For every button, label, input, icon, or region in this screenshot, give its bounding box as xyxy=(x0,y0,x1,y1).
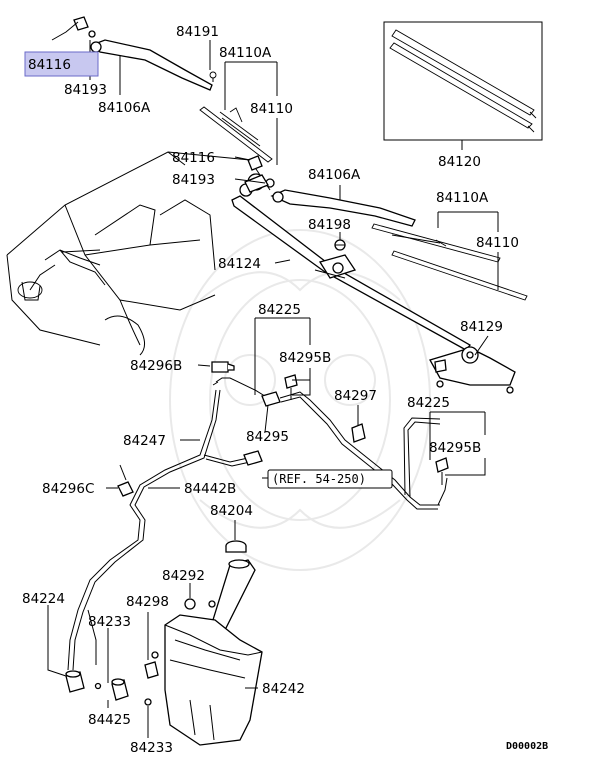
label-84193-top[interactable]: 84193 xyxy=(64,82,107,98)
label-84296B[interactable]: 84296B xyxy=(130,358,182,374)
washer-tank xyxy=(144,540,263,746)
label-84204[interactable]: 84204 xyxy=(210,503,253,519)
blade-rubber-box xyxy=(383,21,543,141)
label-84224[interactable]: 84224 xyxy=(22,591,65,607)
label-84129[interactable]: 84129 xyxy=(460,319,503,335)
label-84120[interactable]: 84120 xyxy=(438,154,481,170)
label-84225-top[interactable]: 84225 xyxy=(258,302,301,318)
label-84110A-right[interactable]: 84110A xyxy=(436,190,489,206)
wiper-motor xyxy=(429,346,516,394)
diagram-code: D00002B xyxy=(506,741,548,752)
label-84191[interactable]: 84191 xyxy=(176,24,219,40)
wiper-blade-right xyxy=(371,223,528,301)
label-84110-top[interactable]: 84110 xyxy=(250,101,293,117)
label-84442B[interactable]: 84442B xyxy=(184,481,236,497)
label-84295[interactable]: 84295 xyxy=(246,429,289,445)
wiper-linkage xyxy=(231,173,471,351)
highlight-box xyxy=(24,51,99,77)
washer-hoses xyxy=(67,361,448,671)
label-84124[interactable]: 84124 xyxy=(218,256,261,272)
leader-lines xyxy=(47,21,499,738)
label-84295B-right[interactable]: 84295B xyxy=(429,440,481,456)
label-84242[interactable]: 84242 xyxy=(262,681,305,697)
label-84116-highlighted[interactable]: 84116 xyxy=(28,57,71,73)
ref-note-box xyxy=(267,469,393,489)
label-84106A-middle[interactable]: 84106A xyxy=(308,167,361,183)
wiper-arm-middle xyxy=(270,189,416,227)
label-84292[interactable]: 84292 xyxy=(162,568,205,584)
label-84295B-top[interactable]: 84295B xyxy=(279,350,331,366)
label-84297[interactable]: 84297 xyxy=(334,388,377,404)
washer-motors xyxy=(65,670,129,701)
label-84193-middle[interactable]: 84193 xyxy=(172,172,215,188)
label-84198[interactable]: 84198 xyxy=(308,217,351,233)
vehicle-outline xyxy=(6,151,271,356)
label-84425[interactable]: 84425 xyxy=(88,712,131,728)
part-labels: 84116 84193 84106A 84191 84110A 84110 84… xyxy=(22,24,548,756)
wiper-arm-upper-left xyxy=(73,16,213,91)
ref-note[interactable]: (REF. 54-250) xyxy=(272,472,366,486)
label-84225-right[interactable]: 84225 xyxy=(407,395,450,411)
label-84116-middle[interactable]: 84116 xyxy=(172,150,215,166)
label-84106A-top[interactable]: 84106A xyxy=(98,100,151,116)
label-84247[interactable]: 84247 xyxy=(123,433,166,449)
label-84110A-top[interactable]: 84110A xyxy=(219,45,272,61)
label-84110-right[interactable]: 84110 xyxy=(476,235,519,251)
label-84296C[interactable]: 84296C xyxy=(42,481,94,497)
label-84233-lower[interactable]: 84233 xyxy=(130,740,173,756)
label-84233-upper[interactable]: 84233 xyxy=(88,614,131,630)
wiper-blade-upper xyxy=(199,71,273,163)
nut-84198 xyxy=(334,239,346,251)
label-84298[interactable]: 84298 xyxy=(126,594,169,610)
nozzles xyxy=(284,374,449,485)
watermark xyxy=(169,229,431,571)
